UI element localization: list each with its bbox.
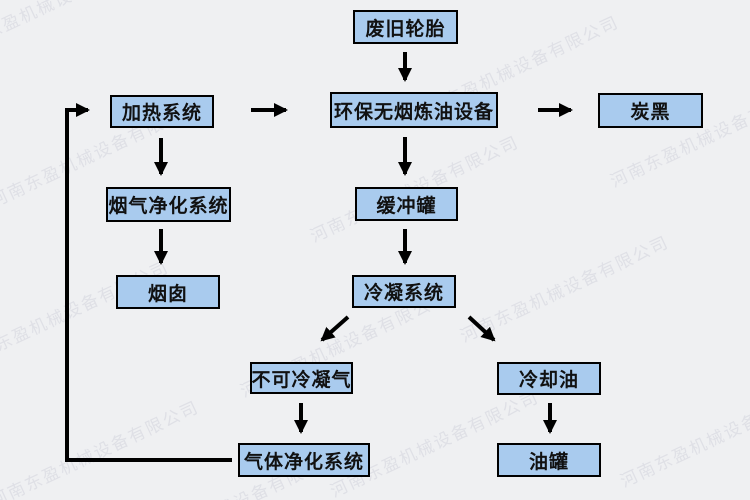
- node-non-condensable-gas: 不可冷凝气: [250, 362, 353, 394]
- node-chimney-label: 烟囱: [147, 282, 188, 305]
- node-flue-gas-purification-label: 烟气净化系统: [108, 195, 229, 217]
- node-flue-gas-purification: 烟气净化系统: [106, 187, 231, 222]
- node-non-condensable-gas-label: 不可冷凝气: [251, 368, 352, 391]
- node-waste-tires: 废旧轮胎: [353, 10, 458, 44]
- node-carbon-black-label: 炭黑: [630, 101, 671, 123]
- node-heating-system: 加热系统: [110, 95, 214, 128]
- node-carbon-black: 炭黑: [598, 93, 703, 128]
- arrow-condensing-to-gas: [320, 315, 350, 342]
- node-gas-purification-system-label: 气体净化系统: [243, 450, 364, 473]
- node-buffer-tank: 缓冲罐: [355, 187, 458, 221]
- arrow-condensing-to-oil: [467, 315, 496, 342]
- node-refining-equipment-label: 环保无烟炼油设备: [333, 100, 494, 123]
- node-chimney: 烟囱: [116, 275, 220, 309]
- node-cooling-oil: 冷却油: [497, 362, 601, 395]
- node-buffer-tank-label: 缓冲罐: [376, 194, 437, 217]
- node-refining-equipment: 环保无烟炼油设备: [330, 92, 498, 128]
- node-oil-tank-label: 油罐: [528, 450, 569, 473]
- node-condensing-system-label: 冷凝系统: [363, 282, 444, 304]
- node-condensing-system: 冷凝系统: [352, 275, 456, 308]
- node-oil-tank: 油罐: [497, 443, 601, 477]
- arrow-feedback-gas-to-heating: [65, 103, 232, 462]
- node-cooling-oil-label: 冷却油: [518, 369, 579, 391]
- node-gas-purification-system: 气体净化系统: [238, 443, 370, 477]
- node-waste-tires-label: 废旧轮胎: [365, 17, 446, 40]
- node-heating-system-label: 加热系统: [121, 102, 202, 124]
